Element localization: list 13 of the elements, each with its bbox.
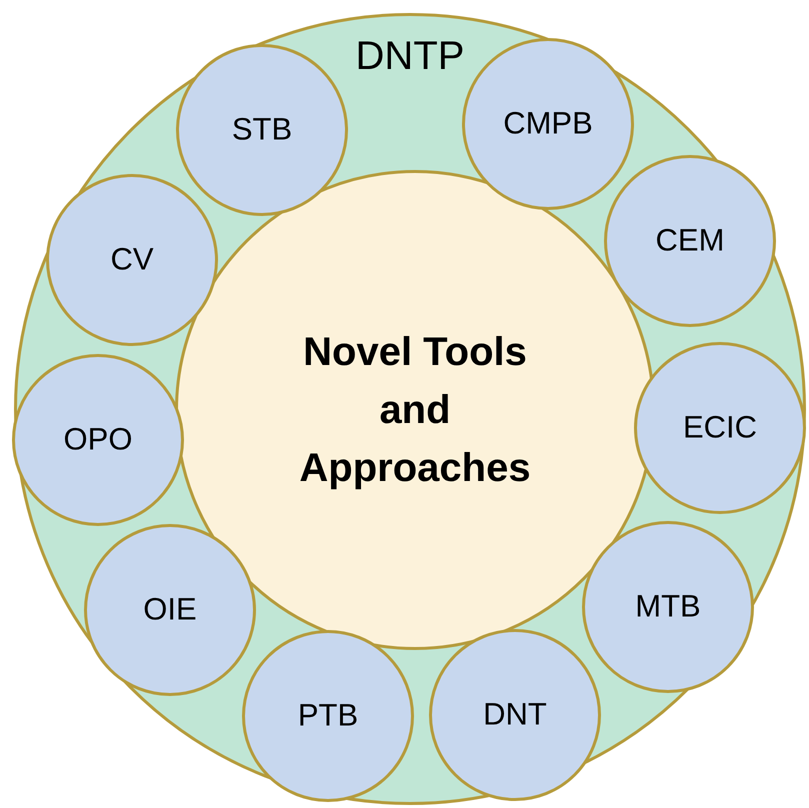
- topic-label: MTB: [634, 588, 702, 626]
- topic-label: OIE: [142, 590, 198, 629]
- topic-label: CMPB: [502, 104, 594, 143]
- topic-label: STB: [230, 110, 294, 149]
- topic-label: PTB: [296, 696, 360, 735]
- topic-circle: [12, 354, 184, 526]
- topic-label: DNT: [482, 696, 548, 734]
- topic-label: ECIC: [682, 408, 758, 447]
- topic-label: OPO: [62, 420, 134, 459]
- center-label: Novel Tools and Approaches: [298, 329, 532, 492]
- diagram-heading: DNTP: [354, 34, 466, 78]
- topic-label: CV: [109, 240, 155, 279]
- topic-label: CEM: [654, 222, 726, 260]
